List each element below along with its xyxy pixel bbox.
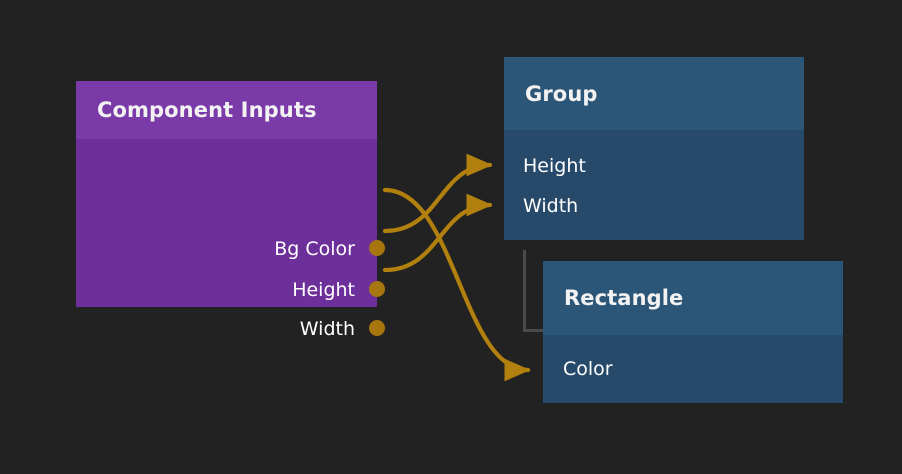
link-height-to-height bbox=[382, 153, 493, 234]
node-group-body: Height Width bbox=[504, 130, 804, 240]
port-row-bg-color[interactable]: Bg Color bbox=[274, 238, 355, 260]
port-label-width: Width bbox=[299, 318, 355, 340]
node-component-inputs-title: Component Inputs bbox=[97, 98, 317, 122]
output-port-dot-bg-color[interactable] bbox=[369, 240, 385, 256]
port-row-group-width[interactable]: Width bbox=[523, 195, 578, 217]
port-label-bg-color: Bg Color bbox=[274, 238, 355, 260]
node-component-inputs-body: Bg Color Height Width bbox=[76, 139, 385, 340]
output-port-dot-height[interactable] bbox=[369, 281, 385, 297]
node-group-header[interactable]: Group bbox=[504, 57, 804, 130]
node-rectangle-header[interactable]: Rectangle bbox=[543, 261, 843, 335]
node-rectangle-title: Rectangle bbox=[564, 286, 684, 310]
node-component-inputs[interactable]: Component Inputs Bg Color Height Width bbox=[76, 81, 385, 340]
node-group[interactable]: Group Height Width bbox=[504, 57, 804, 240]
node-rectangle[interactable]: Rectangle Color bbox=[543, 261, 843, 403]
port-row-width[interactable]: Width bbox=[300, 318, 355, 340]
link-width-to-width bbox=[382, 193, 493, 273]
port-row-group-height[interactable]: Height bbox=[523, 155, 586, 177]
port-row-height[interactable]: Height bbox=[292, 279, 355, 301]
port-label-height: Height bbox=[292, 279, 355, 301]
node-component-inputs-header[interactable]: Component Inputs bbox=[76, 81, 377, 139]
output-port-dot-width[interactable] bbox=[369, 320, 385, 336]
node-group-title: Group bbox=[525, 81, 598, 106]
port-label-group-height: Height bbox=[523, 155, 586, 177]
port-label-rectangle-color: Color bbox=[563, 358, 613, 380]
port-row-rectangle-color[interactable]: Color bbox=[563, 358, 613, 380]
port-label-group-width: Width bbox=[523, 195, 579, 217]
node-rectangle-body: Color bbox=[543, 335, 843, 403]
